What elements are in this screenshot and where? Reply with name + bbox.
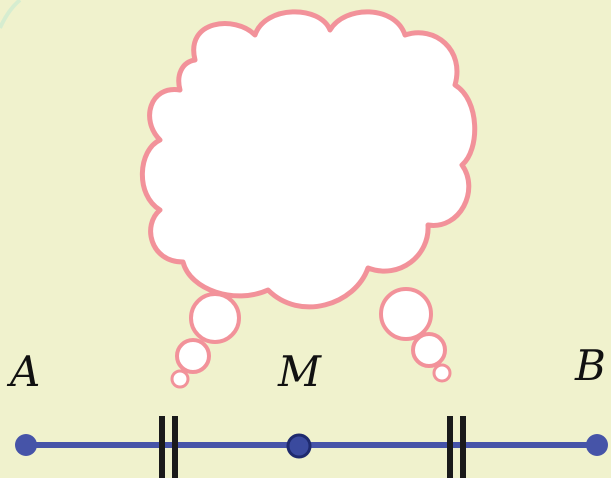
label-b: B	[574, 341, 606, 390]
thought-bubble-cloud	[139, 9, 478, 310]
label-a: A	[6, 347, 40, 396]
thought-bubble-tail-left-large	[189, 292, 241, 344]
equal-mark-right-2	[460, 416, 466, 478]
thought-bubble-tail-left-small	[170, 369, 190, 389]
equal-mark-left-1	[159, 416, 165, 478]
equal-mark-right-1	[447, 416, 453, 478]
thought-bubble	[139, 9, 478, 389]
corner-arc-decoration	[0, 0, 22, 29]
segment-ab	[15, 416, 608, 478]
thought-bubble-tail-right-medium	[411, 332, 447, 368]
label-m: M	[277, 347, 322, 396]
point-a	[15, 434, 37, 456]
point-m	[286, 433, 312, 459]
thought-bubble-tail-right-small	[432, 363, 452, 383]
thought-bubble-tail-right-large	[379, 287, 433, 341]
thought-bubble-tail-left-medium	[175, 338, 211, 374]
equal-mark-left-2	[172, 416, 178, 478]
point-b	[586, 434, 608, 456]
